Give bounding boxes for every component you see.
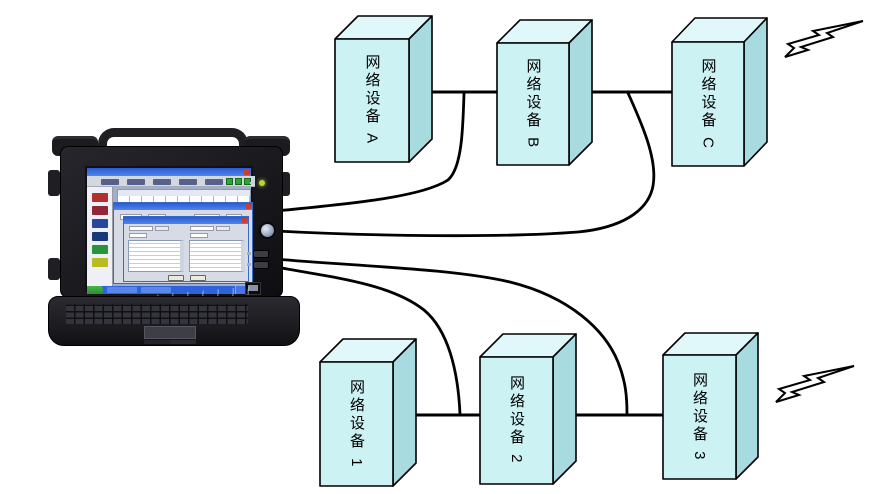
sidebar-icons xyxy=(87,187,113,286)
menu-chip xyxy=(101,178,119,185)
touchpad xyxy=(144,326,196,339)
dialog-button xyxy=(168,275,184,281)
close-icon xyxy=(242,218,247,223)
ethernet-port xyxy=(245,282,261,295)
status-cell xyxy=(235,178,242,185)
input-field xyxy=(129,226,153,231)
close-icon xyxy=(244,169,250,175)
button-label-mark xyxy=(247,263,251,266)
device-box-a xyxy=(334,15,433,163)
sidebar-icon xyxy=(92,232,108,241)
sidebar-icon xyxy=(92,245,108,254)
sidebar-icon xyxy=(92,206,108,215)
round-connector xyxy=(259,222,276,239)
lightning-icons xyxy=(775,20,864,403)
device-label-b: 网络设备 B xyxy=(524,57,542,151)
inner-dialog-window xyxy=(123,216,249,282)
close-icon xyxy=(246,204,251,209)
window-titlebar xyxy=(87,168,251,176)
device-label-1: 网络设备 1 xyxy=(348,378,365,470)
device-box-3 xyxy=(662,332,759,480)
side-button xyxy=(253,250,269,258)
start-button xyxy=(87,286,103,294)
power-led xyxy=(259,180,265,186)
status-cell xyxy=(226,178,233,185)
tester-screen xyxy=(85,166,255,294)
device-box-2 xyxy=(479,333,577,485)
device-box-1 xyxy=(319,338,417,487)
case-latch-left-top xyxy=(48,170,60,196)
device-label-3: 网络设备 3 xyxy=(691,371,708,463)
input-field xyxy=(129,233,147,238)
cable-to-link-b-c xyxy=(274,91,656,238)
cable-to-link-2-3 xyxy=(274,257,629,416)
status-cell xyxy=(244,178,251,185)
cable-to-link-a-b xyxy=(274,91,466,213)
lightning-icon xyxy=(775,365,855,403)
network-tester-device xyxy=(40,128,302,356)
sidebar-icon xyxy=(92,258,108,267)
led-label-mark xyxy=(250,182,255,184)
cable-to-link-1-2 xyxy=(274,265,462,416)
case-latch-left-bottom xyxy=(48,258,60,280)
sidebar-icon xyxy=(92,193,108,202)
sidebar-icon xyxy=(92,219,108,228)
input-field xyxy=(190,226,214,231)
device-label-2: 网络设备 2 xyxy=(508,375,525,466)
side-button xyxy=(253,261,269,269)
input-field xyxy=(216,226,230,231)
taskbar-item xyxy=(107,287,137,293)
device-box-b xyxy=(496,19,593,166)
carry-handle xyxy=(98,128,248,154)
device-label-a: 网络设备 A xyxy=(363,53,381,147)
touchpad-buttons xyxy=(144,340,196,344)
window-toolbar xyxy=(87,176,255,187)
menu-chip xyxy=(205,178,223,185)
dialog-titlebar xyxy=(114,203,252,210)
device-label-c: 网络设备 C xyxy=(699,57,717,151)
menu-chip xyxy=(127,178,145,185)
device-boxes xyxy=(319,15,768,487)
data-grid-right xyxy=(189,240,245,272)
device-box-c xyxy=(671,17,768,167)
menu-chip xyxy=(179,178,197,185)
dialog-button xyxy=(190,275,206,281)
dialog-titlebar xyxy=(124,217,248,224)
input-field xyxy=(190,233,208,238)
tester-cables xyxy=(274,91,656,416)
lightning-icon xyxy=(784,20,864,58)
input-field xyxy=(155,226,169,231)
menu-chip xyxy=(153,178,171,185)
data-grid-left xyxy=(128,240,184,272)
button-label-mark xyxy=(247,252,251,255)
keyboard xyxy=(66,304,248,324)
case-latch-right xyxy=(280,172,290,196)
taskbar-item xyxy=(141,287,171,293)
